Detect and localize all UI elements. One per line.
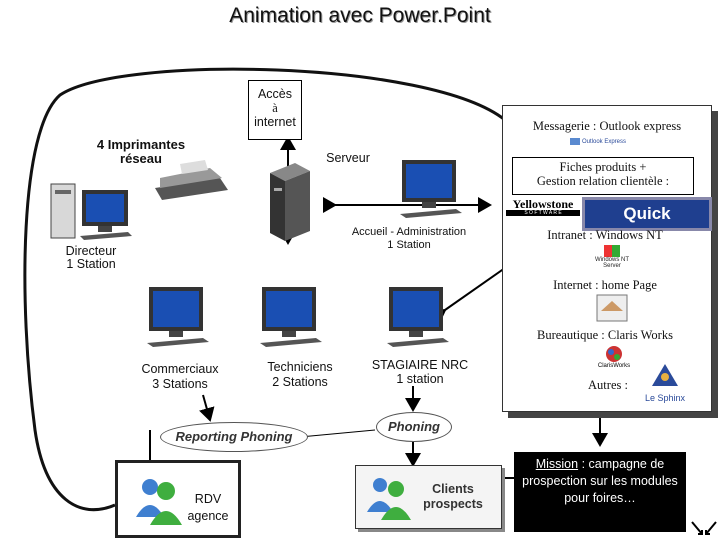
- windows-nt-logo: Windows NT Server: [590, 245, 634, 275]
- internet-access-box: Accès à internet: [248, 80, 302, 140]
- yellowstone-logo: Yellowstone S O F T W A R E: [506, 198, 580, 218]
- director-label: Directeur 1 Station: [65, 244, 117, 271]
- rdv-label: RDV agence: [187, 492, 229, 523]
- envelope-icon: [570, 138, 580, 145]
- network-loop: [23, 67, 506, 512]
- sales-reporting-link: [199, 394, 215, 422]
- printers-label: 4 Imprimantes réseau: [96, 137, 186, 166]
- server-label: Serveur: [326, 151, 370, 165]
- internet-label: Internet : home Page: [553, 278, 657, 292]
- software-panel: [502, 105, 712, 412]
- mission-box: Mission : campagne de prospection sur le…: [514, 452, 686, 532]
- page-title: Animation avec Power.Point: [229, 4, 491, 27]
- director-computer-icon: [80, 190, 132, 240]
- sales-computer-icon: [147, 287, 209, 347]
- technicians-label: Techniciens 2 Stations: [267, 360, 333, 389]
- crm-box: Fiches produits + Gestion relation clien…: [512, 157, 694, 195]
- clients-prospects-box: Clients prospects: [355, 465, 502, 529]
- printer-icon: [155, 160, 228, 200]
- user-group-icon: [367, 478, 411, 520]
- mission-text: : campagne de prospection sur les module…: [522, 457, 678, 505]
- reception-label: Accueil - Administration 1 Station: [351, 226, 467, 251]
- reporting-phoning-oval: Reporting Phoning: [160, 422, 308, 452]
- director-tower-icon: [50, 183, 76, 239]
- outlook-logo: Outlook Express: [570, 138, 640, 152]
- clarisworks-logo: ClarisWorks: [596, 345, 632, 373]
- autres-label: Autres :: [588, 378, 628, 392]
- sales-label: Commerciaux 3 Stations: [141, 362, 219, 391]
- rdv-agency-box: RDV agence: [115, 460, 241, 538]
- home-page-icon: [596, 294, 628, 322]
- bureautique-label: Bureautique : Claris Works: [537, 328, 673, 342]
- technicians-computer-icon: [260, 287, 322, 347]
- intern-computer-icon: [387, 287, 449, 347]
- sphinx-icon: [652, 364, 678, 386]
- nav-arrows-icon: [691, 521, 717, 535]
- windows-flag-icon: [604, 245, 620, 257]
- claris-icon: [606, 346, 622, 362]
- quickbusiness-logo: Quick Business: [582, 197, 712, 251]
- server-icon: [270, 163, 310, 241]
- intern-label: STAGIAIRE NRC 1 station: [371, 358, 469, 386]
- mission-heading: Mission: [535, 457, 579, 471]
- intranet-label: Intranet : Windows NT: [547, 228, 663, 242]
- phoning-oval: Phoning: [376, 412, 452, 442]
- user-group-icon: [136, 479, 182, 525]
- clients-label: Clients prospects: [423, 482, 483, 511]
- messagerie-label: Messagerie : Outlook express: [532, 119, 682, 133]
- reception-computer-icon: [400, 160, 462, 218]
- sphinx-logo: Le Sphinx: [640, 362, 690, 403]
